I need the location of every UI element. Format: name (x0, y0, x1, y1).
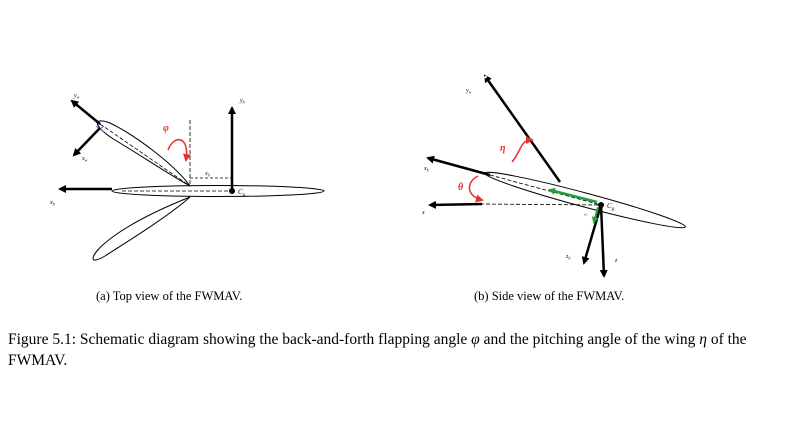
body-ellipse-top (111, 185, 325, 197)
cg-label-top: Cg (238, 188, 246, 198)
caption-eta: η (699, 331, 707, 348)
z-axis-side (599, 204, 608, 278)
phi-label: φ (163, 123, 169, 134)
zb-label-side: zb (565, 254, 570, 261)
theta-label: θ (458, 182, 464, 193)
xb-axis-side (426, 155, 491, 177)
subcaption-b: (b) Side view of the FWMAV. (474, 289, 624, 303)
eta-arc (511, 136, 534, 163)
x-axis-side (428, 200, 483, 209)
caption-text-3: of the FWMAV. (8, 331, 747, 369)
eta-label: η (500, 143, 506, 154)
caption-phi: φ (471, 331, 480, 348)
yw-axis-side (483, 74, 562, 183)
horizontal-ref-side (479, 203, 602, 206)
body-centerline-side (489, 174, 602, 206)
yw-label-side: yw (465, 88, 472, 95)
green-w-arrow (591, 206, 599, 224)
figure-caption: Figure 5.1: Schematic diagram showing th… (8, 329, 778, 371)
subcaption-a: (a) Top view of the FWMAV. (96, 289, 242, 303)
theta-arc (468, 175, 484, 203)
yw-axis-top (70, 99, 101, 125)
caption-text-1: Figure 5.1: Schematic diagram showing th… (8, 331, 472, 348)
xb-label-top: xb (49, 200, 55, 207)
zb-axis-side (581, 204, 603, 265)
side-view-diagram: yw xb x zb z w η θ Cg (421, 71, 686, 278)
green-velocity-arrow (548, 187, 598, 204)
cg-label-side: Cg (607, 202, 615, 212)
x-label-side: x (421, 210, 425, 216)
xb-mid-label-top: xb (204, 171, 210, 178)
cg-point-top (229, 188, 235, 194)
upper-wing-spar (99, 123, 191, 187)
z-label-side: z (614, 258, 618, 264)
xw-label-top: xw (81, 156, 88, 163)
yw-label-top: yw (73, 93, 80, 100)
top-view-diagram: yw xw yb xb xb φ Cg (49, 93, 325, 261)
phi-arc (167, 139, 191, 162)
cg-point-side (598, 202, 604, 208)
yw-dash-side (480, 71, 488, 79)
xb-label-side: xb (423, 166, 429, 173)
yb-label-top: yb (239, 98, 245, 105)
caption-text-2: and the pitching angle of the wing (479, 331, 700, 348)
w-label-side: w (584, 213, 588, 218)
xw-axis-top (72, 127, 101, 157)
lower-wing-top (92, 196, 191, 261)
